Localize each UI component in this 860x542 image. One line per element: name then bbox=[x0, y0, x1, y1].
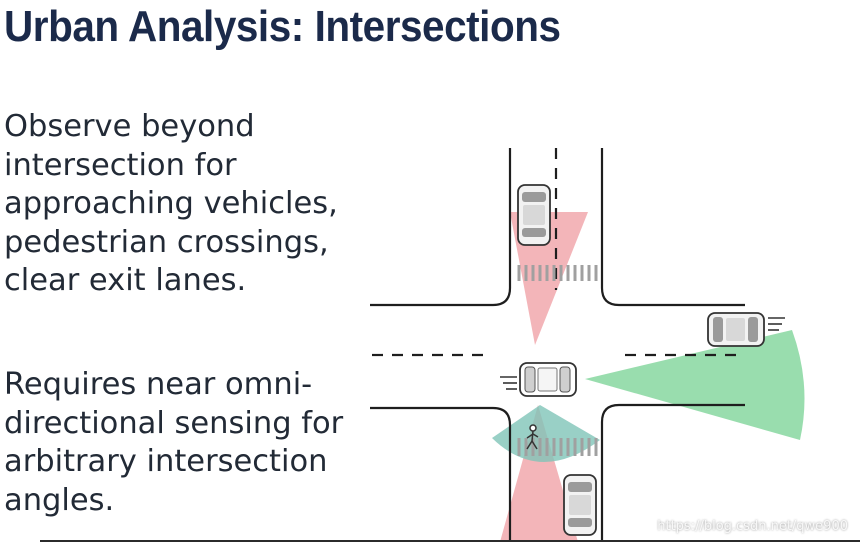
bottom-divider bbox=[40, 540, 860, 542]
car-ego-icon bbox=[519, 362, 577, 397]
red-cone-south bbox=[500, 405, 578, 542]
bullet-line: Observe beyond bbox=[4, 109, 255, 144]
bullet-line: arbitrary intersection bbox=[4, 444, 328, 479]
bullet-line: intersection for bbox=[4, 147, 237, 183]
crosswalk-north bbox=[517, 265, 598, 281]
motion-lines-east-icon bbox=[768, 317, 785, 331]
bullet-omnidirectional: Requires near omni- directional sensing … bbox=[4, 366, 343, 520]
bullet-line: approaching vehicles, bbox=[4, 186, 338, 221]
intersection-diagram bbox=[370, 148, 805, 542]
bullet-line: clear exit lanes. bbox=[4, 263, 247, 298]
car-south-icon bbox=[563, 474, 597, 536]
green-cone-east bbox=[585, 330, 805, 440]
motion-lines-ego-icon bbox=[500, 376, 517, 390]
lane-dividers bbox=[372, 148, 745, 357]
car-north-icon bbox=[517, 184, 551, 246]
bullet-line: angles. bbox=[4, 482, 115, 518]
road-edges bbox=[370, 148, 745, 542]
bullet-line: directional sensing for bbox=[4, 405, 344, 441]
pedestrian-icon bbox=[526, 424, 539, 450]
watermark: https://blog.csdn.net/qwe900 bbox=[657, 519, 848, 534]
bullet-observe: Observe beyond intersection for approach… bbox=[4, 108, 338, 301]
slide-title: Urban Analysis: Intersections bbox=[4, 2, 561, 51]
car-east-icon bbox=[707, 312, 765, 347]
bullet-line: pedestrian crossings, bbox=[4, 224, 329, 260]
bullet-line: Requires near omni- bbox=[4, 367, 313, 402]
crosswalk-south bbox=[517, 438, 598, 456]
